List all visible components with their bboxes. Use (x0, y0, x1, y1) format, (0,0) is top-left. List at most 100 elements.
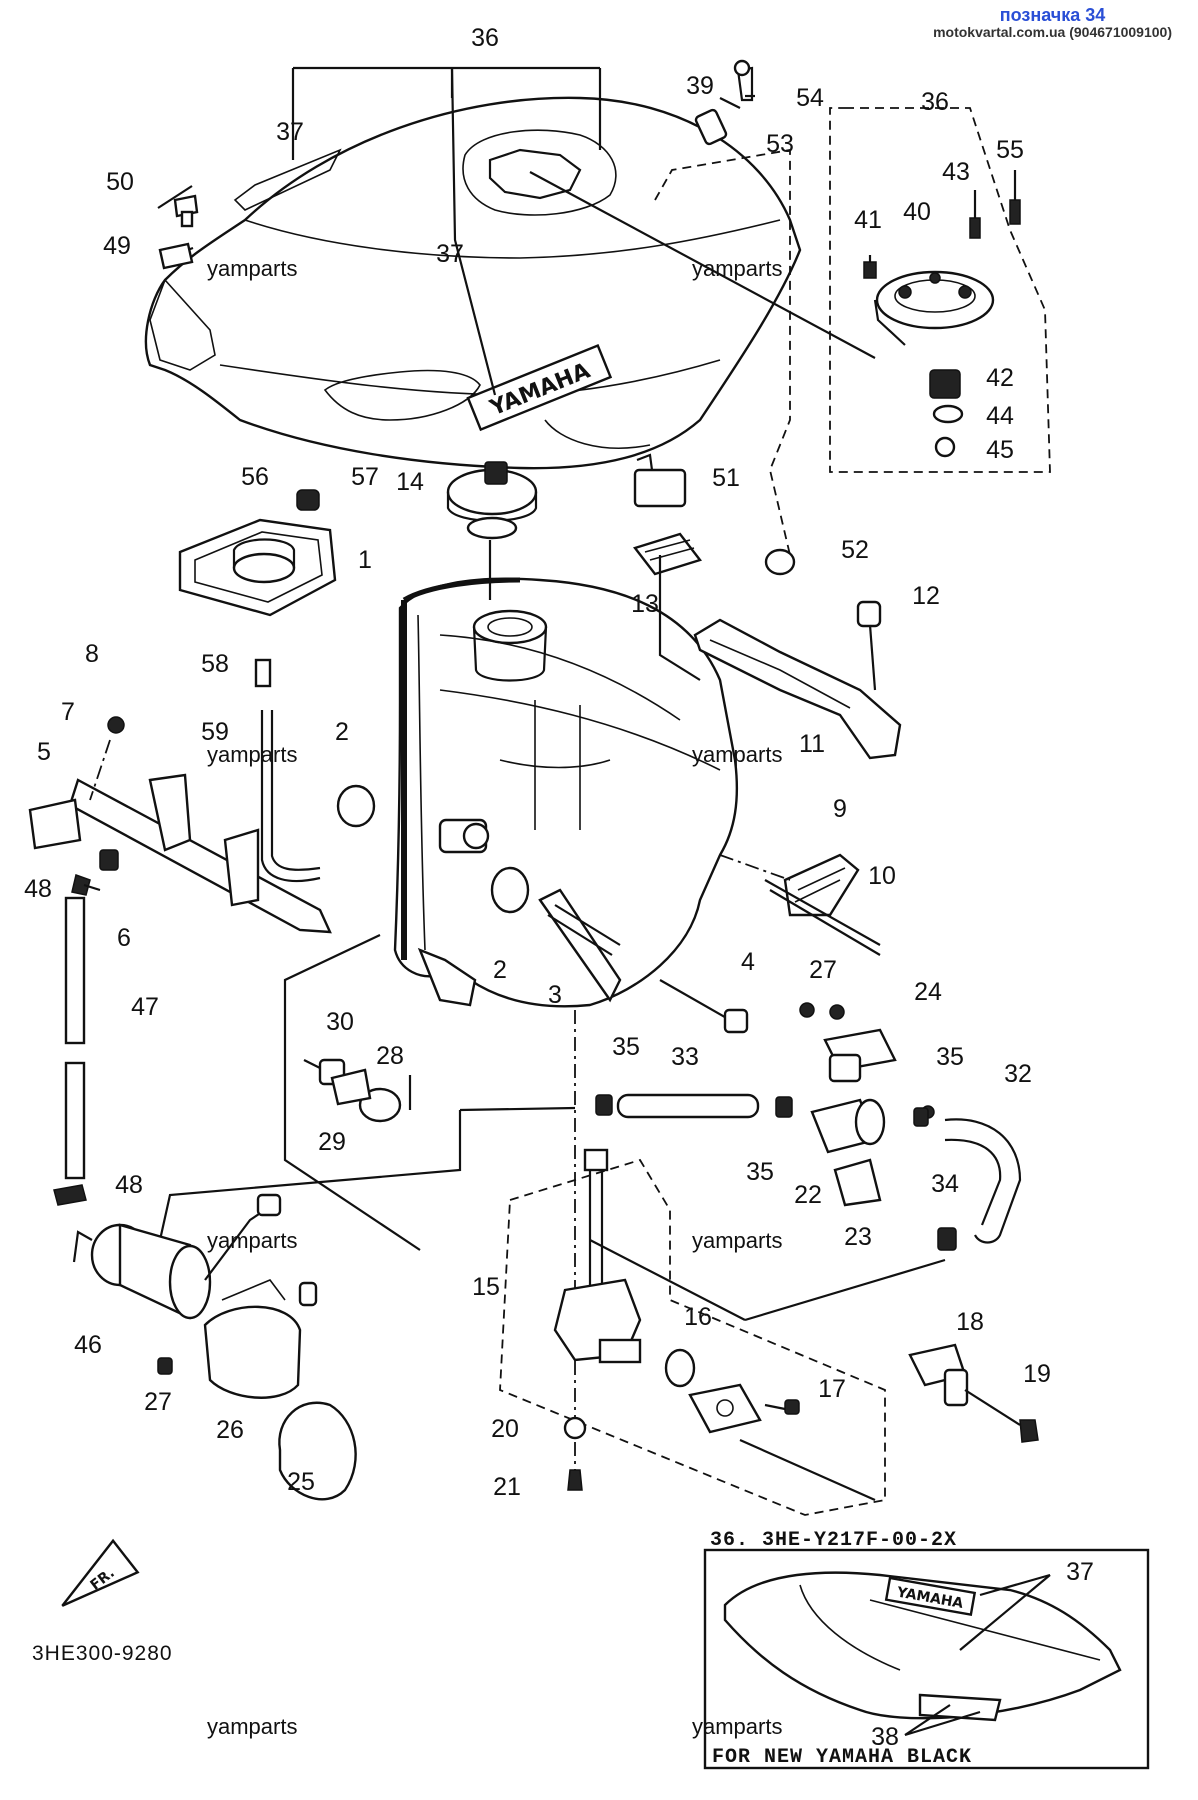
callout[interactable]: 9 (833, 795, 847, 823)
fuel-filter-46 (72, 1193, 357, 1501)
callout[interactable]: 21 (493, 1473, 521, 1501)
part-28-29-30 (303, 1058, 412, 1123)
callout-labels: 36 37 37 50 49 39 54 53 36 55 43 40 41 4… (24, 24, 1051, 1501)
callout[interactable]: 39 (686, 72, 714, 100)
callout[interactable]: 24 (914, 978, 942, 1006)
callout[interactable]: 25 (287, 1468, 315, 1496)
callout[interactable]: 53 (766, 130, 794, 158)
callout[interactable]: 28 (376, 1042, 404, 1070)
callout[interactable]: 18 (956, 1308, 984, 1336)
callout[interactable]: 15 (472, 1273, 500, 1301)
callout[interactable]: 27 (144, 1388, 172, 1416)
inset-label-37[interactable]: 37 (1066, 1558, 1094, 1586)
callout[interactable]: 34 (931, 1170, 959, 1198)
callout[interactable]: 2 (493, 956, 507, 984)
callout[interactable]: 56 (241, 463, 269, 491)
callout[interactable]: 5 (37, 738, 51, 766)
fuel-cap-14 (446, 461, 538, 600)
leader-network (158, 934, 946, 1502)
callout[interactable]: 12 (912, 582, 940, 610)
callout[interactable]: 3 (548, 981, 562, 1009)
callout[interactable]: 48 (115, 1171, 143, 1199)
callout[interactable]: 46 (74, 1331, 102, 1359)
diagram-code: 3HE300-9280 (32, 1642, 173, 1665)
hose-33 (595, 1093, 929, 1127)
callout[interactable]: 10 (868, 862, 896, 890)
filler-cap-assembly (863, 170, 1021, 458)
diagram-reference[interactable]: позначка 34 (999, 5, 1106, 25)
callout[interactable]: 51 (712, 464, 740, 492)
callout[interactable]: 6 (117, 924, 131, 952)
callout[interactable]: 13 (631, 590, 659, 618)
callout[interactable]: 26 (216, 1416, 244, 1444)
callout[interactable]: 2 (335, 718, 349, 746)
watermark: yamparts (207, 256, 297, 281)
bracket-7 (28, 716, 332, 934)
callout[interactable]: 58 (201, 650, 229, 678)
watermark: yamparts (692, 256, 782, 281)
front-arrow: FR. (61, 1538, 140, 1607)
inset-label-38[interactable]: 38 (871, 1723, 899, 1751)
watermark: yamparts (207, 742, 297, 767)
callout[interactable]: 7 (61, 698, 75, 726)
callout[interactable]: 8 (85, 640, 99, 668)
hose-47 (53, 874, 101, 1206)
callout[interactable]: 29 (318, 1128, 346, 1156)
fuel-pump-22 (799, 1002, 935, 1207)
callout[interactable]: 44 (986, 402, 1014, 430)
callout[interactable]: 35 (612, 1033, 640, 1061)
sensor-18 (908, 1343, 1039, 1443)
callout[interactable]: 54 (796, 84, 824, 112)
callout[interactable]: 41 (854, 206, 882, 234)
page-header: позначка 34 motokvartal.com.ua (90467100… (933, 6, 1172, 40)
callout[interactable]: 19 (1023, 1360, 1051, 1388)
assembly-boundary-36 (654, 148, 791, 556)
inset-caption: FOR NEW YAMAHA BLACK (712, 1746, 972, 1769)
callout[interactable]: 47 (131, 993, 159, 1021)
callout[interactable]: 27 (809, 956, 837, 984)
callout[interactable]: 4 (741, 948, 755, 976)
watermark: yamparts (207, 1228, 297, 1253)
callout[interactable]: 22 (794, 1181, 822, 1209)
watermark: yamparts (692, 1228, 782, 1253)
callout[interactable]: 20 (491, 1415, 519, 1443)
part-49-50 (158, 194, 199, 270)
callout[interactable]: 37 (436, 240, 464, 268)
callout[interactable]: 55 (996, 136, 1024, 164)
callout[interactable]: 59 (201, 718, 229, 746)
callout[interactable]: 43 (942, 158, 970, 186)
callout[interactable]: 40 (903, 198, 931, 226)
callout[interactable]: 50 (106, 168, 134, 196)
inset-panel: YAMAHA (703, 1548, 1150, 1770)
callout[interactable]: 45 (986, 436, 1014, 464)
fuel-tank (336, 577, 739, 1008)
callout[interactable]: 36 (471, 24, 499, 52)
callout[interactable]: 14 (396, 468, 424, 496)
callout[interactable]: 33 (671, 1043, 699, 1071)
callout[interactable]: 35 (936, 1043, 964, 1071)
rod-3-bolt-4 (547, 904, 749, 1034)
callout[interactable]: 35 (746, 1158, 774, 1186)
callout[interactable]: 36 (921, 88, 949, 116)
callout[interactable]: 48 (24, 875, 52, 903)
callout[interactable]: 52 (841, 536, 869, 564)
callout[interactable]: 42 (986, 364, 1014, 392)
callout[interactable]: 30 (326, 1008, 354, 1036)
watermark: yamparts (692, 1714, 782, 1739)
watermark: yamparts (207, 1714, 297, 1739)
inset-title: 36. 3HE-Y217F-00-2X (710, 1529, 957, 1552)
callout-leaders-top (157, 66, 876, 396)
callout[interactable]: 23 (844, 1223, 872, 1251)
callout[interactable]: 11 (799, 730, 825, 758)
bracket-11 (658, 555, 902, 760)
filler-tray-56 (178, 489, 337, 882)
callout[interactable]: 1 (358, 546, 372, 574)
callout[interactable]: 49 (103, 232, 131, 260)
callout[interactable]: 57 (351, 463, 379, 491)
callout[interactable]: 37 (276, 118, 304, 146)
hose-32 (937, 1118, 1022, 1251)
callout[interactable]: 17 (818, 1375, 846, 1403)
callout[interactable]: 32 (1004, 1060, 1032, 1088)
callout[interactable]: 16 (684, 1303, 712, 1331)
